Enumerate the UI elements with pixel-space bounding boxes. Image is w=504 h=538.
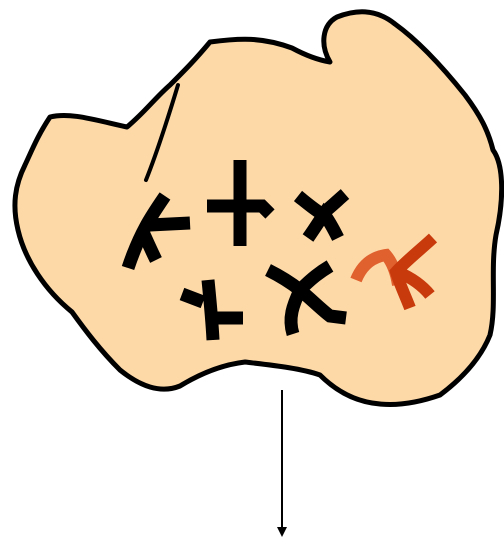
down-arrow [277,390,287,537]
